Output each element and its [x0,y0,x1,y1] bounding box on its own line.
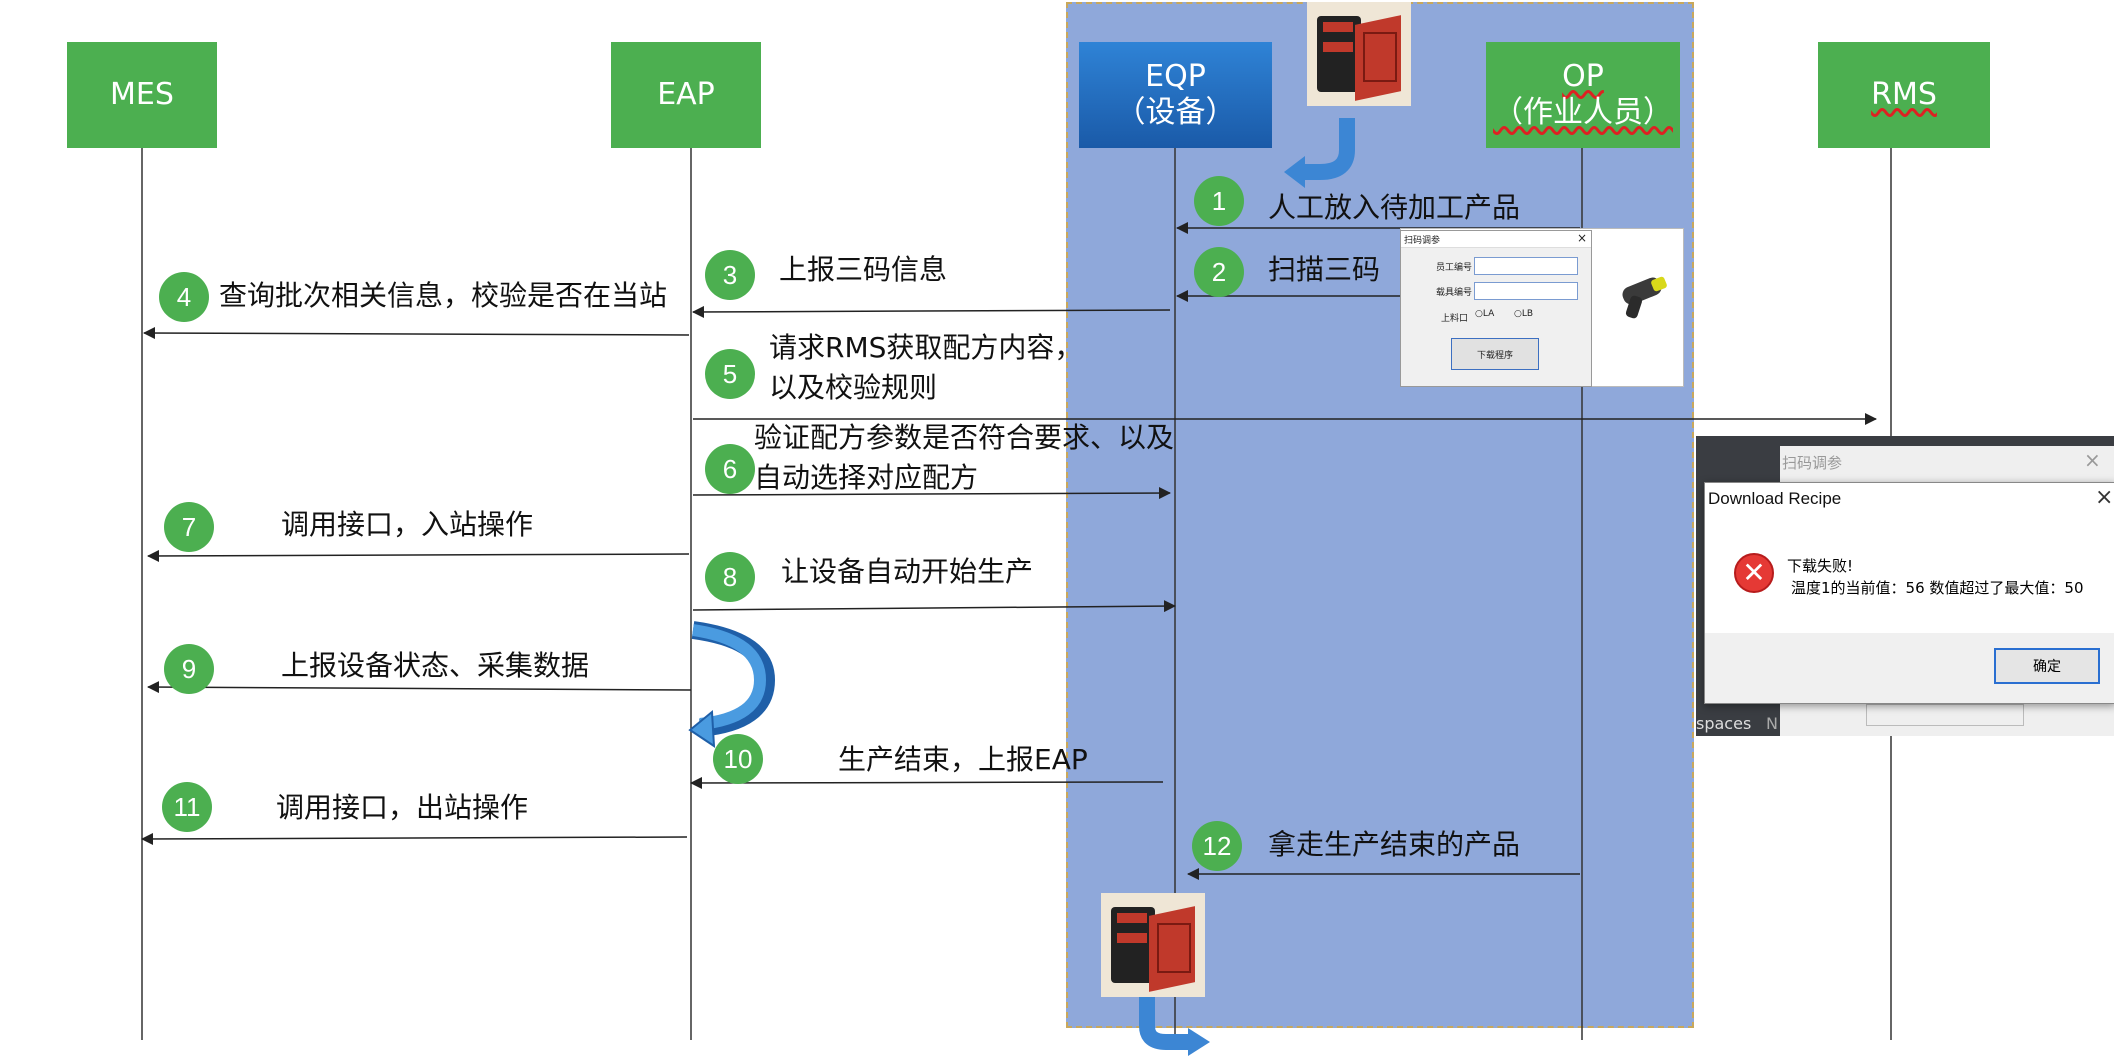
step-number-8: 8 [705,552,755,602]
message-arrow-3 [692,305,1171,318]
employee-field[interactable] [1474,257,1578,275]
message-arrow-6 [692,487,1171,500]
download-program-label: 下载程序 [1476,350,1513,361]
scan-dialog-titlebar: 扫码调参 × [1401,231,1591,248]
step-text-1: 人工放入待加工产品 [1268,191,1521,224]
step-text-9: 上报设备状态、采集数据 [281,649,590,682]
step-number-4: 4 [159,272,209,322]
error-detail: 温度1的当前值：56 数值超过了最大值：50 [1791,579,2084,597]
background-window-control [1866,704,2024,726]
employee-label: 员工编号 [1436,263,1473,273]
taskbar-text: spaces [1696,714,1752,733]
step-number-9: 9 [164,644,214,694]
message-arrow-8 [692,600,1176,613]
message-arrow-7 [147,549,690,562]
step-text-10: 生产结束，上报EAP [838,743,1088,776]
message-arrow-4 [143,327,690,340]
actor-mes-label: MES [110,77,174,112]
step-number-7: 7 [164,502,214,552]
product-image-top [1307,2,1411,106]
download-program-button[interactable]: 下载程序 [1451,338,1539,370]
port-label: 上料口 [1441,314,1469,324]
actor-eap: EAP [611,42,761,148]
actor-op: OP （作业人员） [1486,42,1680,148]
step-number-10: 10 [713,734,763,784]
ok-button[interactable]: 确定 [1994,648,2100,684]
actor-mes: MES [67,42,217,148]
message-arrow-9 [147,681,692,694]
step-text-7: 调用接口，入站操作 [281,508,534,541]
background-close-icon[interactable]: × [2084,448,2101,472]
step-number-3: 3 [705,250,755,300]
background-window-title: 扫码调参 [1782,454,1843,472]
ok-button-label: 确定 [2033,659,2061,675]
step-number-2: 2 [1194,247,1244,297]
actor-eap-label: EAP [657,77,715,112]
message-arrow-11 [141,832,688,845]
message-arrow-10 [690,776,1164,789]
actor-eqp-sublabel: （设备） [1115,95,1236,130]
radio-lb[interactable]: ○LB [1514,309,1534,319]
error-dialog-close-icon[interactable]: × [2095,485,2114,510]
actor-rms-label: RMS [1871,77,1937,112]
download-recipe-dialog: Download Recipe × ✕ 下载失败! 温度1的当前值：56 数值超… [1704,482,2114,704]
error-dialog-title: Download Recipe [1708,489,1842,508]
step-text-12: 拿走生产结束的产品 [1268,828,1521,861]
product-image-bottom [1101,893,1205,997]
radio-la[interactable]: ○LA [1475,309,1495,319]
step-text-6: 验证配方参数是否符合要求、以及自动选择对应配方 [754,421,1175,494]
radio-lb-label: LB [1521,309,1534,319]
step-text-8: 让设备自动开始生产 [781,555,1034,588]
step-number-12: 12 [1192,821,1242,871]
scan-dialog-title: 扫码调参 [1404,236,1441,246]
step-number-5: 5 [705,349,755,399]
error-message: 下载失败! [1787,557,1854,575]
radio-la-label: LA [1482,309,1495,319]
step-text-11: 调用接口，出站操作 [276,791,529,824]
actor-op-label: OP [1562,59,1604,94]
actor-op-sublabel: （作业人员） [1493,95,1673,130]
barcode-scanner-icon [1620,275,1670,320]
step-number-11: 11 [162,782,212,832]
actor-eqp-label: EQP [1145,59,1206,94]
place-product-arrow-icon [1284,118,1355,188]
actor-rms: RMS [1818,42,1990,148]
step-text-4: 查询批次相关信息，校验是否在当站 [219,279,668,312]
remove-product-arrow-icon [1139,996,1210,1056]
scan-dialog: 扫码调参 × 员工编号 载具编号 上料口 ○LA ○LB 下载程序 [1400,230,1592,387]
step-text-3: 上报三码信息 [779,253,948,286]
equipment-zone [1066,2,1694,1028]
step-number-6: 6 [705,444,755,494]
fixture-field[interactable] [1474,282,1578,300]
self-loop-arrow-icon [688,621,776,748]
taskbar-char: N [1766,714,1778,733]
error-icon: ✕ [1734,553,1774,593]
step-number-1: 1 [1194,176,1244,226]
actor-eqp: EQP （设备） [1079,42,1272,148]
step-text-2: 扫描三码 [1268,253,1381,286]
fixture-label: 载具编号 [1436,288,1473,298]
step-text-5: 请求RMS获取配方内容，以及校验规则 [769,331,1083,404]
close-icon[interactable]: × [1577,231,1588,245]
